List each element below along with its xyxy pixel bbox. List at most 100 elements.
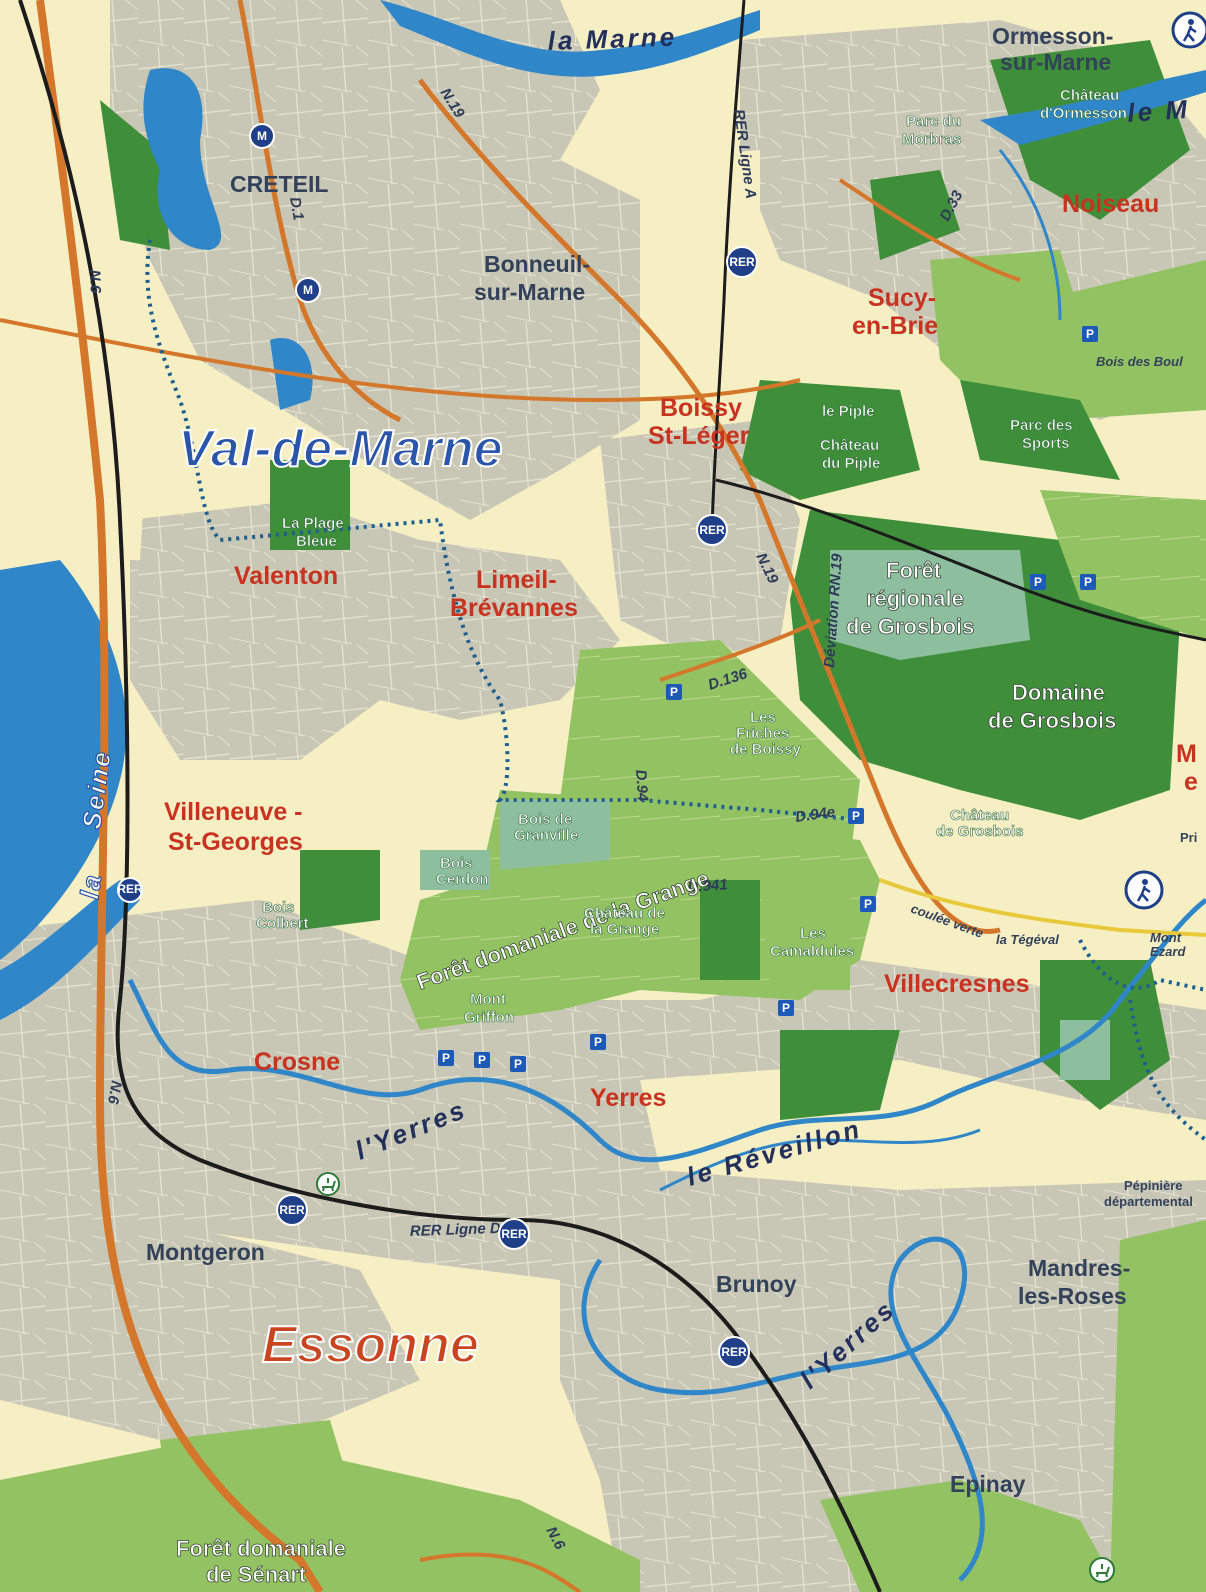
town-ormesson-2: sur-Marne bbox=[1000, 49, 1111, 75]
town-boissy-2: St-Léger bbox=[648, 422, 750, 450]
marne-river-right bbox=[980, 70, 1206, 145]
parking-sign[interactable]: P bbox=[860, 896, 876, 912]
place-chateau-grange-2: la Grange bbox=[590, 921, 659, 938]
rer-badge-text: RER bbox=[279, 1203, 305, 1217]
parking-sign-text: P bbox=[442, 1051, 450, 1065]
place-chateau-piple-1: Château bbox=[820, 437, 879, 454]
parking-sign-text: P bbox=[782, 1001, 790, 1015]
town-villeneuve-2: St-Georges bbox=[168, 828, 303, 856]
d94e-label: D.94e bbox=[794, 804, 836, 826]
parking-sign[interactable]: P bbox=[590, 1034, 606, 1050]
rer-badge-text: RER bbox=[721, 1345, 747, 1359]
town-limeil-1: Limeil- bbox=[476, 566, 557, 594]
parking-sign-text: P bbox=[852, 809, 860, 823]
parking-sign[interactable]: P bbox=[438, 1050, 454, 1066]
rer-badge[interactable]: RER bbox=[726, 246, 758, 278]
hiker-icon bbox=[1171, 11, 1206, 49]
place-bois-colbert-1: Bois bbox=[262, 899, 295, 916]
place-mont-griffon-2: Griffon bbox=[464, 1009, 514, 1026]
metro-stations: M M bbox=[249, 123, 321, 303]
place-bois-granville-1: Bois de bbox=[518, 811, 572, 828]
metro-badge-text: M bbox=[303, 283, 313, 297]
seine-river bbox=[0, 560, 127, 960]
rer-badge[interactable]: RER bbox=[696, 514, 728, 546]
marne-river-right-label: le M bbox=[1126, 94, 1191, 128]
parking-sign[interactable]: P bbox=[474, 1052, 490, 1068]
waters bbox=[0, 0, 1206, 1020]
parking-sign[interactable]: P bbox=[848, 808, 864, 824]
place-le-piple: le Piple bbox=[822, 403, 875, 420]
place-parc-sports-1: Parc des bbox=[1010, 417, 1073, 434]
parking-sign-text: P bbox=[478, 1053, 486, 1067]
place-foret-grosbois-1: Forêt bbox=[886, 558, 942, 583]
parking-sign-text: P bbox=[594, 1035, 602, 1049]
place-friches-3: de Boissy bbox=[730, 741, 802, 758]
parking-sign-text: P bbox=[864, 897, 872, 911]
place-chateau-ormesson-2: d'Ormesson bbox=[1040, 105, 1127, 122]
parking-sign[interactable]: P bbox=[666, 684, 682, 700]
metro-badge-text: M bbox=[257, 129, 267, 143]
town-labels: CRETEIL Bonneuil- sur-Marne Ormesson- su… bbox=[146, 23, 1198, 1497]
place-foret-grosbois-2: régionale bbox=[866, 586, 964, 611]
creteil-lake bbox=[143, 68, 222, 250]
rer-badge-text: RER bbox=[699, 523, 725, 537]
place-foret-senart-2: de Sénart bbox=[206, 1562, 307, 1587]
rer-badge[interactable]: RER bbox=[718, 1336, 750, 1368]
parking-sign[interactable]: P bbox=[1030, 574, 1046, 590]
rer-badge[interactable]: RER bbox=[498, 1218, 530, 1250]
rer-badge[interactable]: RER bbox=[276, 1194, 308, 1226]
thin-rivers bbox=[127, 149, 1206, 1582]
place-parc-morbras-1: Parc du bbox=[906, 113, 961, 130]
town-cut-1: M bbox=[1176, 740, 1197, 768]
place-tegeval: la Tégéval bbox=[996, 932, 1059, 947]
seine-label-la: la bbox=[74, 871, 107, 901]
town-noiseau: Noiseau bbox=[1062, 190, 1159, 218]
place-chateau-grosbois-2: de Grosbois bbox=[936, 823, 1024, 840]
metro-badge[interactable]: M bbox=[295, 277, 321, 303]
d1-label: D.1 bbox=[286, 196, 307, 222]
rer-badge[interactable]: RER bbox=[117, 877, 143, 903]
place-bois-cerdon-1: Bois bbox=[440, 855, 473, 872]
town-villeneuve-1: Villeneuve - bbox=[164, 798, 303, 826]
place-plage-bleue-2: Bleue bbox=[296, 533, 337, 550]
parking-sign-text: P bbox=[1086, 327, 1094, 341]
place-parc-sports-2: Sports bbox=[1022, 435, 1070, 452]
place-camaldules-1: Les bbox=[800, 925, 826, 942]
town-crosne: Crosne bbox=[254, 1048, 340, 1076]
rer-badge-text: RER bbox=[729, 255, 755, 269]
parking-sign[interactable]: P bbox=[1082, 326, 1098, 342]
town-brunoy: Brunoy bbox=[716, 1271, 797, 1297]
hiking-routes bbox=[145, 239, 1206, 1142]
parking-sign[interactable]: P bbox=[1080, 574, 1096, 590]
town-cut-2: e bbox=[1184, 768, 1198, 796]
rer-ligne-d-label: RER Ligne D bbox=[410, 1220, 502, 1240]
rer-stations: RER RER RER RER RER RER bbox=[117, 246, 758, 1368]
place-pri: Pri bbox=[1180, 830, 1197, 845]
place-domaine-grosbois-1: Domaine bbox=[1012, 680, 1105, 705]
parking-sign[interactable]: P bbox=[778, 1000, 794, 1016]
place-mont-griffon-1: Mont bbox=[470, 991, 506, 1008]
d941-label: D.941 bbox=[687, 876, 728, 896]
place-domaine-grosbois-2: de Grosbois bbox=[988, 708, 1116, 733]
place-plage-bleue-1: La Plage bbox=[282, 515, 344, 532]
town-mandres-1: Mandres- bbox=[1028, 1255, 1130, 1281]
place-camaldules-2: Camaldules bbox=[770, 943, 854, 960]
place-foret-senart-1: Forêt domaniale bbox=[176, 1536, 346, 1561]
town-bonneuil-1: Bonneuil- bbox=[484, 251, 590, 277]
n6-bottom-left-label: N.6 bbox=[104, 1079, 125, 1106]
parking-sign-text: P bbox=[670, 685, 678, 699]
marne-river-label: la Marne bbox=[547, 21, 677, 56]
place-bois-boul: Bois des Boul bbox=[1096, 354, 1183, 369]
place-chateau-ormesson-1: Château bbox=[1060, 87, 1119, 104]
rer-badge-text: RER bbox=[117, 882, 143, 896]
metro-badge[interactable]: M bbox=[249, 123, 275, 149]
rer-badge-text: RER bbox=[501, 1227, 527, 1241]
place-foret-grosbois-3: de Grosbois bbox=[846, 614, 974, 639]
parking-sign[interactable]: P bbox=[510, 1056, 526, 1072]
place-chateau-grosbois-1: Château bbox=[950, 807, 1009, 824]
parkings: P P P P P P P P P P P bbox=[438, 326, 1098, 1072]
town-bonneuil-2: sur-Marne bbox=[474, 279, 585, 305]
town-ormesson-1: Ormesson- bbox=[992, 23, 1113, 49]
